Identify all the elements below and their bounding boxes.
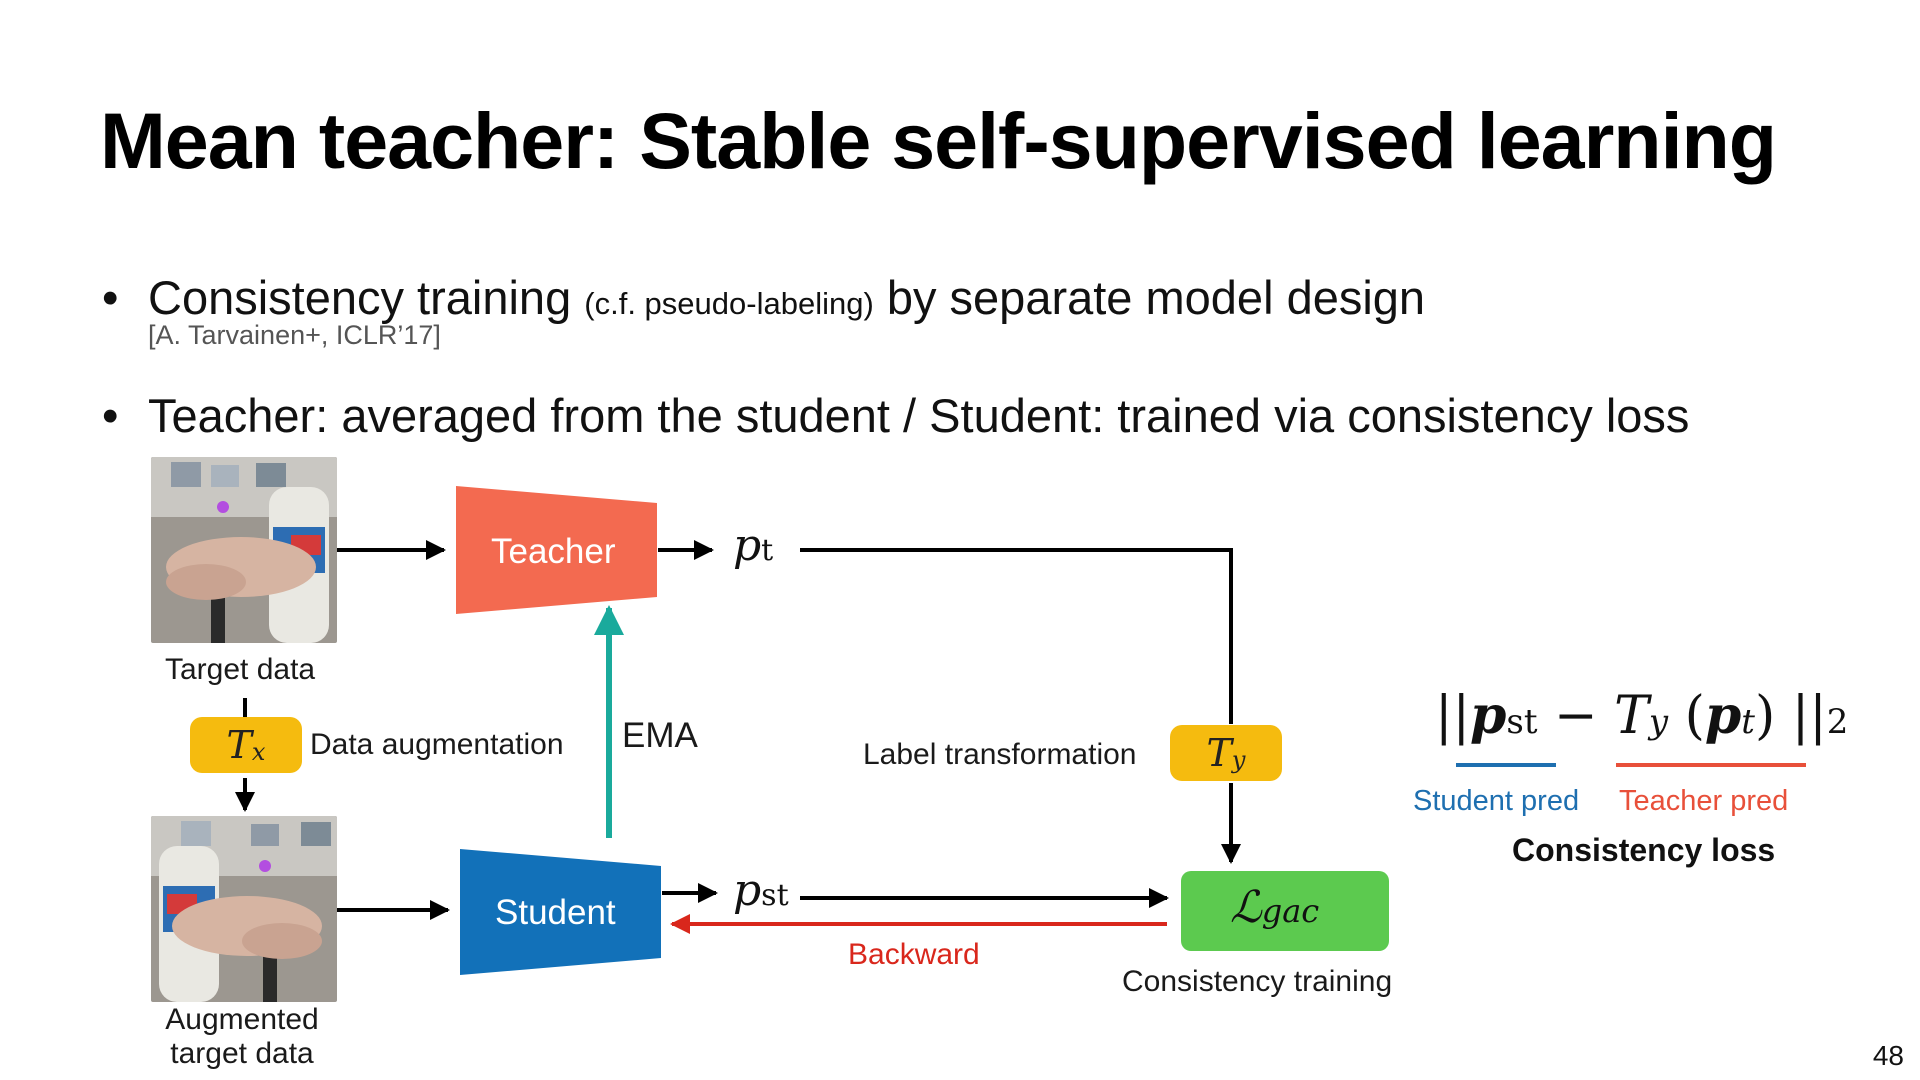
slide-title: Mean teacher: Stable self-supervised lea… [100, 96, 1777, 185]
bullet-main-text: Teacher: averaged from the student / Stu… [148, 389, 1690, 442]
pt-symbol: pt [733, 520, 773, 571]
consistency-training-label: Consistency training [1122, 965, 1393, 998]
ty-base: T [1206, 731, 1232, 775]
citation: [A. Tarvainen+, ICLR’17] [148, 320, 441, 350]
teacher-network-shape [456, 486, 657, 614]
tx-subscript: x [251, 738, 266, 766]
augmented-label-line1: Augmented [165, 1003, 319, 1036]
pst-subscript: st [761, 878, 789, 913]
pst-symbol: pst [733, 865, 789, 916]
label-transformation-label: Label transformation [863, 738, 1137, 771]
bullet-consistency-training: • Consistency training (c.f. pseudo-label… [102, 270, 1425, 325]
data-augmentation-label: Data augmentation [310, 728, 564, 761]
bullet-dot: • [102, 389, 119, 442]
bullet-rest-text: by separate model design [886, 271, 1426, 324]
augmented-data-image [151, 816, 337, 1002]
loss-base: ℒ [1230, 882, 1262, 933]
pst-base: p [733, 865, 762, 916]
augmented-data-label: Augmented target data [162, 1003, 322, 1071]
ty-subscript: y [1231, 746, 1246, 774]
arrow-pt-to-ty [800, 548, 1233, 724]
target-data-image [151, 457, 337, 643]
page-number: 48 [1872, 1040, 1904, 1071]
backward-label: Backward [848, 938, 980, 971]
augmented-label-line2: target data [170, 1037, 314, 1070]
pt-base: p [733, 520, 762, 571]
bullet-small-text: (c.f. pseudo-labeling) [584, 286, 874, 321]
ema-label: EMA [622, 716, 698, 755]
bullet-main-text: Consistency training [148, 271, 572, 324]
pt-subscript: t [761, 533, 774, 568]
teacher-pred-caption: Teacher pred [1619, 785, 1789, 817]
student-label: Student [495, 893, 616, 932]
loss-subscript: gac [1261, 892, 1320, 930]
loss-box [1181, 871, 1389, 951]
student-network-shape [460, 849, 661, 975]
student-pred-caption: Student pred [1413, 785, 1580, 817]
loss-symbol: ℒgac [1230, 882, 1319, 933]
teacher-label: Teacher [491, 532, 616, 571]
tx-base: T [226, 723, 252, 767]
consistency-loss-equation: ||pst − Ty (pt) ||2 [1435, 685, 1849, 746]
target-data-label: Target data [165, 653, 316, 686]
bullet-teacher-student: • Teacher: averaged from the student / St… [102, 388, 1689, 443]
consistency-loss-caption: Consistency loss [1512, 832, 1776, 868]
bullet-dot: • [102, 271, 119, 324]
